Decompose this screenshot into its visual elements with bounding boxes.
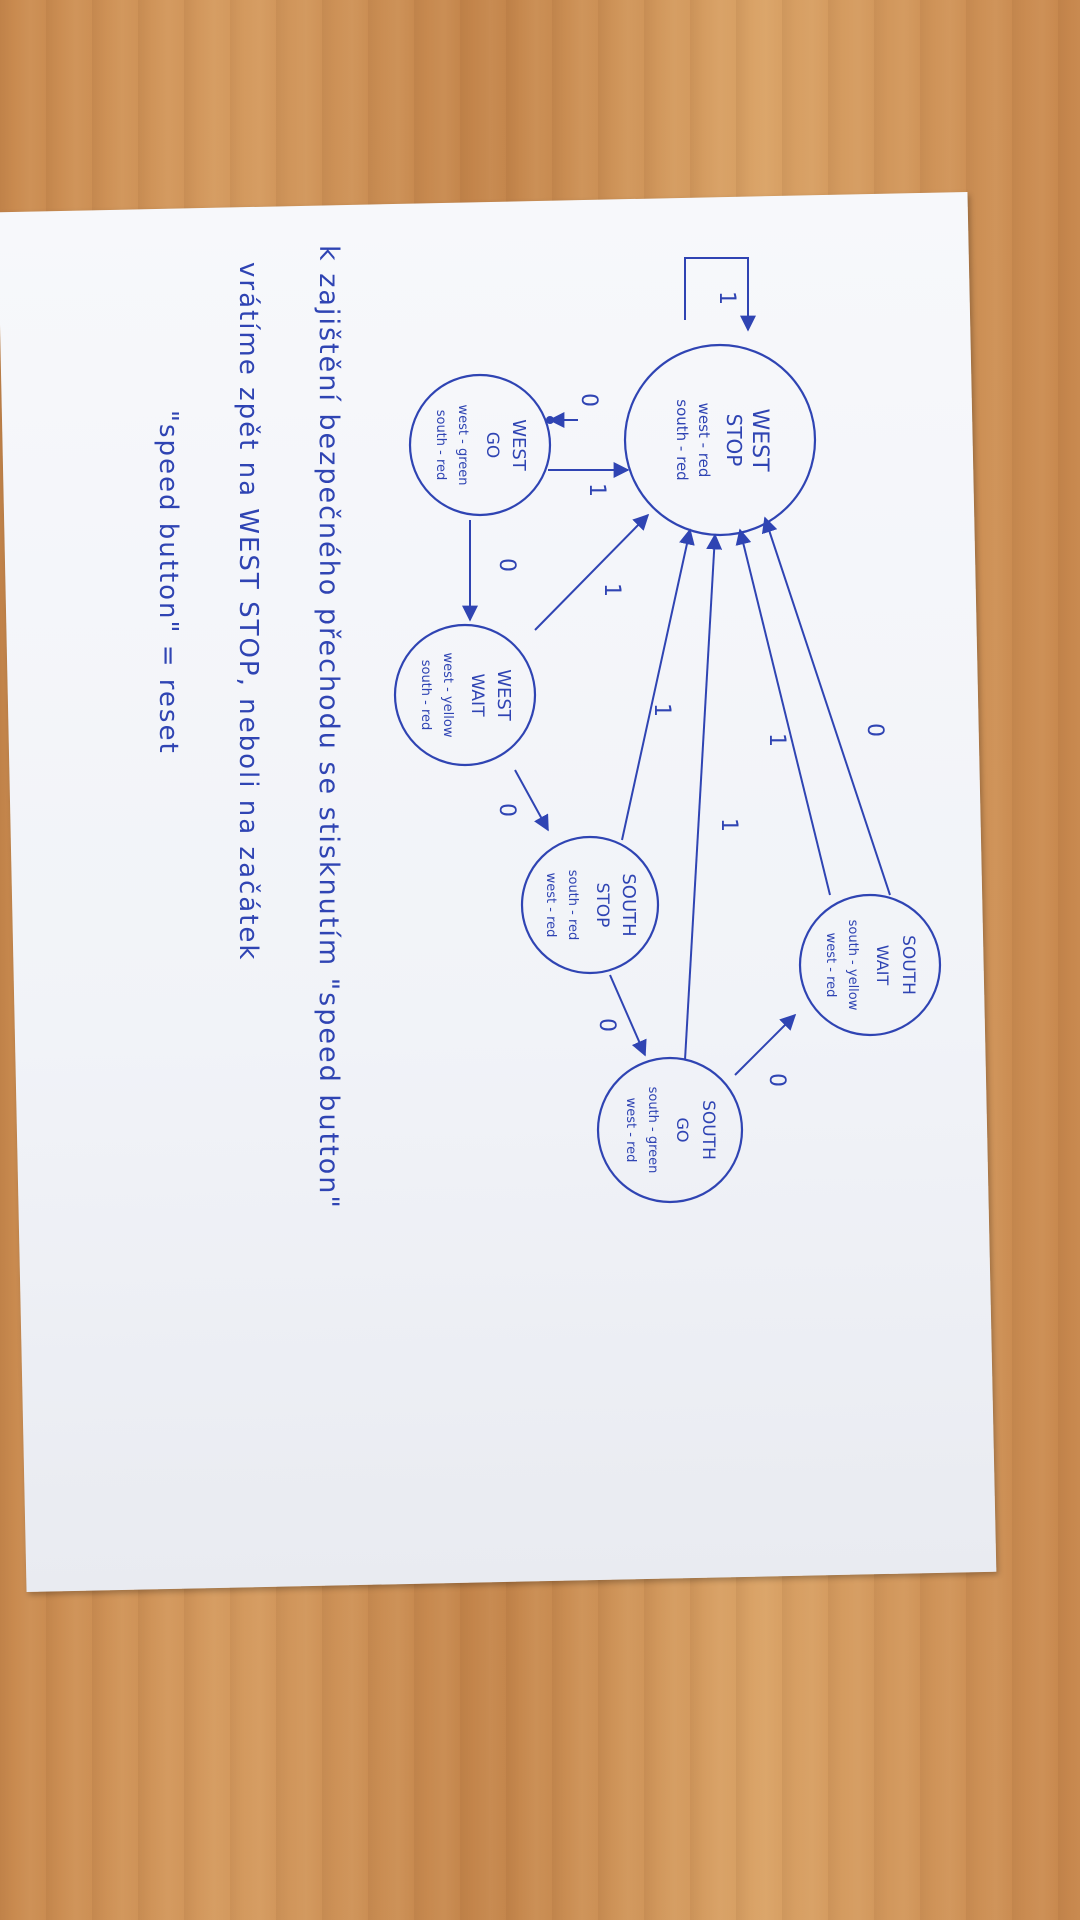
transition-west-wait-to-south-stop: 0 (494, 769, 549, 832)
state-label-line: STOP (592, 883, 612, 928)
transition-south-go-to-south-wait: 0 (734, 1013, 797, 1087)
note-line-1: k zajištění bezpečného přechodu se stisk… (313, 245, 344, 1210)
state-label-line: south - red (673, 399, 691, 480)
state-circle (408, 373, 552, 517)
transition-label: 1 (714, 291, 739, 305)
transition-label: 0 (494, 803, 519, 817)
transition-arrow (609, 974, 647, 1057)
transition-arrow (734, 1013, 797, 1076)
state-south-stop: SOUTH STOP south - red west - red (520, 835, 660, 975)
state-label-line: south - yellow (845, 920, 860, 1011)
transition-label: 0 (862, 723, 887, 737)
state-label-line: south - red (565, 870, 580, 941)
transition-west-go-to-west-stop: 1 (548, 462, 630, 497)
state-label-line: west - red (695, 403, 713, 478)
state-label-line: SOUTH (698, 1100, 718, 1160)
transition-arrows: 1 0 1 0 1 0 1 0 1 0 1 0 (462, 257, 891, 1087)
state-label-line: WEST (747, 408, 772, 472)
transition-south-go-to-west-stop: 1 (684, 533, 741, 1061)
state-label-line: WEST (493, 669, 514, 722)
transition-west-go-to-west-wait: 0 (462, 520, 519, 622)
state-label-line: WEST (508, 419, 529, 472)
transition-south-stop-to-west-stop: 1 (621, 528, 695, 841)
state-label-line: WAIT (873, 945, 892, 986)
state-label-line: west - red (823, 933, 838, 998)
state-label-line: south - green (645, 1087, 660, 1174)
transition-west-stop-to-west-stop: 1 (684, 257, 756, 332)
state-circle (798, 893, 942, 1037)
transition-arrow (735, 528, 831, 896)
transition-south-stop-to-south-go: 0 (594, 974, 647, 1057)
state-label-line: WAIT (467, 674, 487, 718)
note-line-3: "speed button" = reset (153, 410, 183, 755)
transition-label: 1 (716, 818, 741, 832)
state-circle (623, 343, 817, 537)
transition-label: 0 (764, 1073, 789, 1087)
transition-label: 0 (594, 1018, 619, 1032)
state-label-line: SOUTH (898, 935, 918, 995)
transition-label: 1 (649, 703, 674, 717)
transition-south-wait-to-west-stop: 1 (735, 528, 831, 896)
state-label-line: west - yellow (440, 653, 455, 738)
note-line-2: vrátíme zpět na WEST STOP, neboli na zač… (233, 262, 263, 961)
state-label-line: west - red (623, 1098, 638, 1163)
state-label-line: south - red (433, 410, 448, 481)
transition-south-wait-to-west-stop: 0 (761, 516, 891, 896)
state-south-go: SOUTH GO south - green west - red (596, 1056, 744, 1204)
state-west-go: WEST GO west - green south - red (408, 373, 552, 517)
state-label-line: west - green (455, 404, 470, 485)
state-label-line: south - red (418, 660, 433, 731)
transition-arrow (621, 528, 695, 841)
transition-arrow (514, 769, 549, 832)
transition-arrow (761, 516, 891, 896)
state-label-line: west - red (543, 873, 558, 938)
transition-arrow (684, 257, 756, 332)
state-label-line: GO (673, 1118, 692, 1143)
state-circle (596, 1056, 744, 1204)
state-south-wait: SOUTH WAIT south - yellow west - red (798, 893, 942, 1037)
state-circle (520, 835, 660, 975)
transition-label: 0 (576, 393, 601, 407)
transition-label: 1 (599, 583, 624, 597)
transition-west-stop-to-west-go: 0 (546, 393, 601, 428)
transition-west-wait-to-west-stop: 1 (534, 513, 650, 631)
transition-arrow (534, 513, 650, 631)
state-label-line: SOUTH (618, 873, 639, 936)
state-west-wait: WEST WAIT west - yellow south - red (393, 623, 537, 767)
transition-arrow (684, 533, 723, 1061)
handwritten-notes: k zajištění bezpečného přechodu se stisk… (153, 245, 344, 1210)
state-label-line: GO (482, 432, 502, 459)
transition-label: 1 (764, 733, 789, 747)
transition-label: 0 (494, 558, 519, 572)
state-circle (393, 623, 537, 767)
state-label-line: STOP (722, 414, 746, 467)
transition-label: 1 (584, 483, 609, 497)
